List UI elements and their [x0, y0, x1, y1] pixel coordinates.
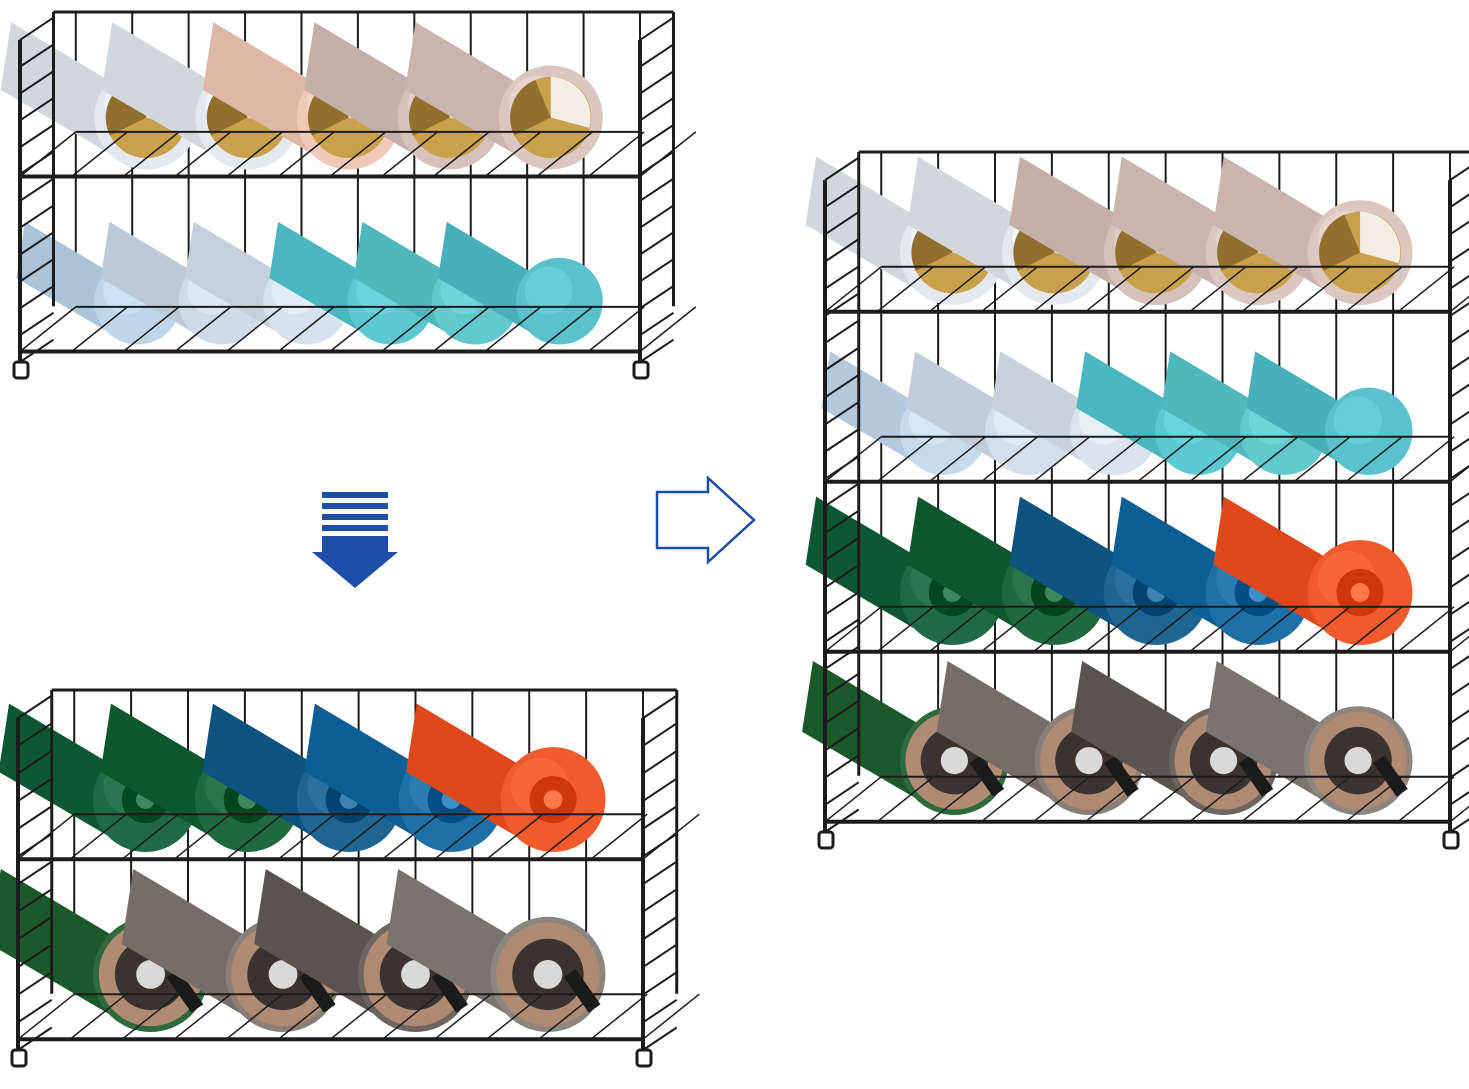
bottle-body	[0, 703, 109, 837]
bottle-body	[185, 221, 277, 332]
bottle-body	[202, 703, 313, 837]
bottle-body	[353, 221, 445, 332]
bottle-body	[304, 703, 415, 837]
rack-foot	[10, 1048, 28, 1068]
arrow-down-icon	[312, 492, 398, 588]
arrow-stripe	[322, 503, 388, 509]
rack-side-left	[10, 690, 54, 1068]
bottle-highlight	[1333, 396, 1382, 445]
bottle-body	[1205, 661, 1321, 799]
cap-facet	[1319, 214, 1361, 271]
bottle-body	[254, 868, 376, 1015]
arrow-stripe	[322, 525, 388, 531]
bottle-body	[821, 351, 914, 462]
cap-button	[940, 747, 969, 775]
cap-handle	[166, 968, 204, 1013]
bottle-body	[936, 661, 1051, 799]
bottle-body	[101, 22, 212, 154]
bottle-body	[805, 156, 916, 290]
rack-foot	[632, 360, 650, 380]
cap-facet	[550, 76, 591, 128]
bottle-body	[438, 221, 530, 332]
cap-button	[1209, 747, 1238, 775]
bottle	[438, 221, 603, 345]
bottle-body	[406, 703, 517, 837]
cap-button	[533, 960, 563, 989]
rack-four-tier-stacked	[802, 150, 1469, 850]
bottle	[254, 868, 474, 1032]
bottle	[1246, 351, 1413, 475]
bottle-body	[1009, 156, 1120, 290]
arrow-shaft	[322, 536, 388, 552]
cap-button	[1075, 747, 1103, 775]
rack-two-tier-top-left	[0, 10, 697, 380]
rack-foot	[1442, 830, 1460, 850]
rack-foot	[817, 830, 835, 850]
bottle-body	[0, 22, 111, 154]
rack-foot	[635, 1048, 653, 1068]
spout	[1350, 583, 1370, 602]
bottle-body	[1161, 351, 1254, 462]
arrow-stripe	[322, 514, 388, 520]
cap-facet	[1360, 211, 1401, 264]
rack-foot	[12, 360, 30, 380]
rack-side-left	[817, 152, 861, 850]
bottle-body	[121, 868, 243, 1015]
cap-handle	[563, 968, 601, 1013]
rack-side-right	[635, 690, 679, 1068]
bottle-body	[805, 496, 916, 630]
arrow-outline	[655, 475, 756, 565]
arrow-stripe	[322, 492, 388, 498]
bottle-body	[304, 22, 414, 154]
bottle-body	[1111, 156, 1222, 290]
bottle	[386, 868, 606, 1032]
rack-side-left	[12, 12, 55, 380]
bottle	[1205, 661, 1413, 815]
cap-facet	[510, 80, 551, 136]
rack-side-right	[1442, 166, 1469, 850]
cap-button	[268, 960, 298, 989]
bottle-body	[100, 703, 211, 837]
bottle-body	[906, 351, 999, 462]
bottle-body	[1009, 496, 1120, 630]
bottle-body	[269, 221, 361, 332]
rack-two-tier-bottom-left	[0, 688, 700, 1068]
bottle-body	[386, 868, 508, 1015]
bottle-body	[907, 496, 1018, 630]
cap-button	[136, 960, 166, 989]
bottle-body	[907, 156, 1018, 290]
bottle-body	[991, 351, 1084, 462]
bottle-body	[1071, 661, 1186, 799]
bottle-highlight	[524, 266, 573, 315]
bottle-body	[1246, 351, 1339, 462]
bottle-body	[1213, 156, 1324, 290]
cap-button	[401, 960, 430, 989]
cap-handle	[431, 968, 469, 1013]
bottle	[406, 703, 606, 852]
bottle-body	[16, 221, 108, 332]
bottle-body	[1076, 351, 1169, 462]
rack-side-right	[632, 12, 675, 380]
cap-handle	[299, 968, 336, 1013]
bottle-body	[1213, 496, 1324, 630]
bottle-body	[100, 221, 192, 332]
bottle-body	[405, 22, 515, 154]
bottle-body	[1111, 496, 1222, 630]
cap-button	[1344, 747, 1372, 775]
spout	[543, 790, 563, 809]
arrow-right-icon	[655, 475, 756, 565]
bottle-body	[202, 22, 313, 154]
arrow-head	[312, 552, 398, 588]
